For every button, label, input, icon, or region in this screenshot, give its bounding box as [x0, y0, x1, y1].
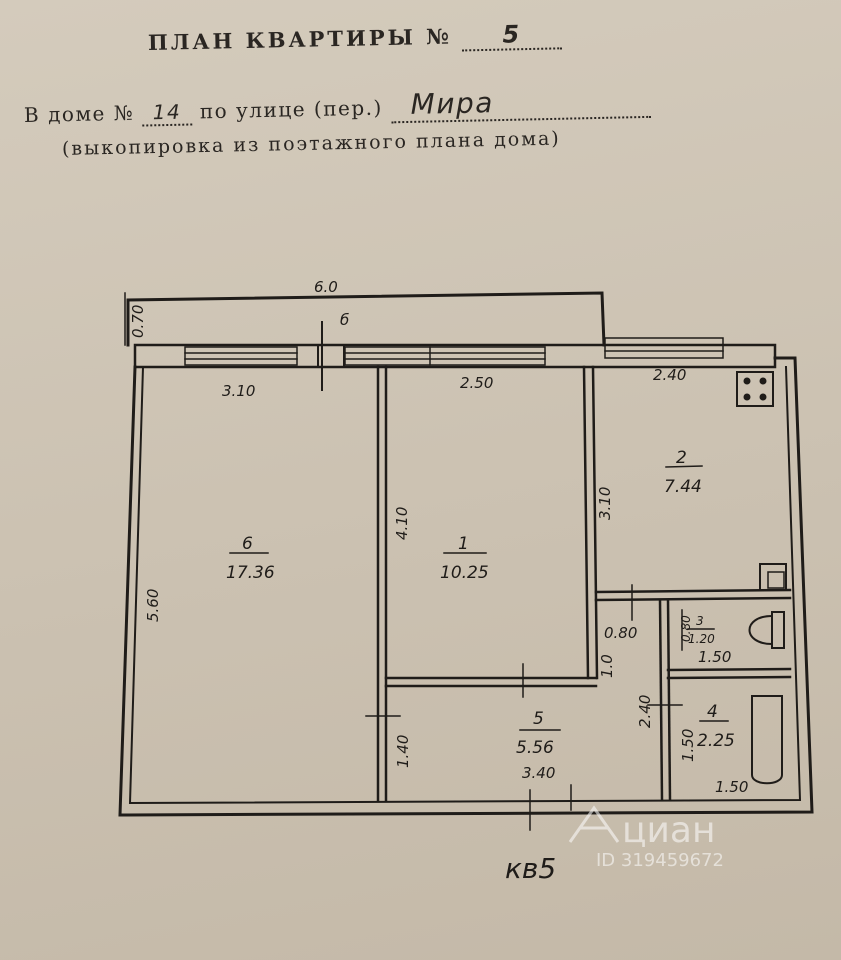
- balcony-letter: б: [340, 311, 349, 329]
- room6-area: 17.36: [226, 563, 275, 583]
- room1-height: 4.10: [393, 507, 411, 540]
- passage-height: 1.0: [598, 654, 616, 678]
- room4-number: 4: [707, 702, 718, 722]
- room2-width: 2.40: [653, 366, 686, 384]
- room1-width: 2.50: [460, 374, 493, 392]
- watermark-brand: циан: [622, 810, 716, 851]
- wc-width: 1.50: [698, 648, 731, 666]
- room3-number: 3: [696, 614, 704, 628]
- room5-number: 5: [533, 709, 544, 729]
- corridor-height: 2.40: [636, 695, 654, 728]
- closet-width: 0.80: [604, 624, 637, 642]
- room5-area: 5.56: [516, 738, 554, 758]
- cian-logo-icon: [568, 805, 620, 843]
- room1-number: 1: [458, 534, 469, 554]
- apartment-stamp: кв5: [505, 852, 556, 885]
- room6-number: 6: [242, 534, 253, 554]
- room2-area: 7.44: [664, 477, 702, 497]
- watermark: циан ID 319459672: [568, 805, 724, 871]
- balcony-depth: 0.70: [129, 305, 147, 338]
- balcony-width: 6.0: [314, 278, 338, 296]
- bath-width: 1.50: [715, 778, 748, 796]
- room4-area: 2.25: [697, 731, 735, 751]
- room3-area: 1.20: [688, 632, 715, 646]
- hall-height: 1.40: [394, 735, 412, 768]
- wc-depth: 0.80: [679, 615, 693, 642]
- room1-area: 10.25: [440, 563, 489, 583]
- room6-width: 3.10: [222, 382, 255, 400]
- room2-number: 2: [676, 448, 687, 468]
- room6-height: 5.60: [144, 589, 162, 622]
- watermark-id: ID 319459672: [596, 850, 724, 871]
- bath-height: 1.50: [679, 729, 697, 762]
- room2-height: 3.10: [596, 487, 614, 520]
- hall-width: 3.40: [522, 764, 555, 782]
